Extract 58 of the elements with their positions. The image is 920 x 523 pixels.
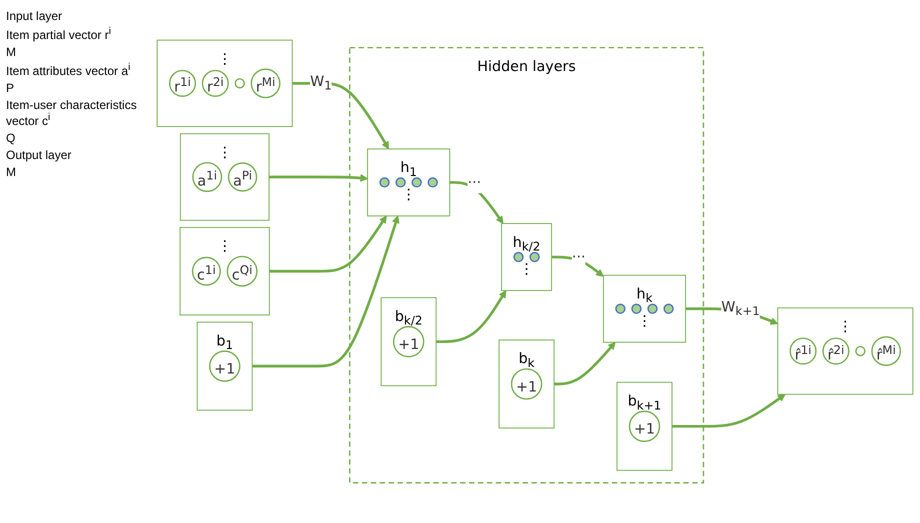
node-circle: r$^{1i}$	[168, 70, 196, 97]
arrow	[252, 216, 400, 368]
node-circle	[513, 252, 524, 262]
node-label: b$_{k/2}$	[394, 307, 422, 328]
node-circle: +1	[392, 326, 424, 358]
arrow	[554, 342, 616, 386]
node-circle: r$^{2i}$	[202, 70, 229, 97]
cluster: h$_{k}$ ⋮	[602, 274, 686, 343]
cluster	[380, 297, 437, 386]
node-circle: r̂$^{2i}$	[822, 338, 850, 365]
node-circle: +1	[628, 410, 660, 442]
edge-label: ···	[572, 248, 586, 266]
node-circle	[855, 346, 866, 356]
arrow	[269, 216, 387, 273]
node-circle	[615, 304, 626, 314]
arrow	[436, 290, 506, 344]
node-label: b$_{k}$	[518, 350, 535, 371]
node-circle: +1	[510, 368, 542, 400]
node-circle	[412, 177, 422, 188]
annotation-text: P	[6, 81, 16, 95]
node-circle	[647, 304, 658, 314]
cluster: h$_{1}$ ⋮	[367, 148, 450, 216]
node-circle	[395, 177, 406, 188]
cluster	[616, 382, 672, 471]
annotation-text: Item attributes vector a$^{i}$	[6, 62, 132, 78]
edge-label: W$_{1}$	[310, 72, 332, 94]
cluster: h$_{k/2}$ ⋮	[501, 223, 552, 291]
edge-label: W$_{k+1}$	[721, 298, 760, 319]
edge-label: ···	[468, 173, 482, 190]
cluster	[498, 340, 555, 428]
node-circle	[428, 177, 438, 188]
node-circle: r$^{Mi}$	[250, 68, 280, 98]
node-circle	[234, 78, 245, 88]
node-circle	[631, 304, 642, 314]
node-circle: r̂$^{Mi}$	[871, 336, 902, 366]
annotation-text: Output layer	[6, 148, 72, 162]
annotation-text: Q	[6, 131, 16, 145]
node-circle	[663, 304, 674, 314]
annotation-text: Item-user characteristics vector c$^{i}$	[6, 98, 138, 128]
annotation-text: Input layer	[6, 9, 64, 23]
arrow	[450, 181, 504, 224]
annotation-text: Item partial vector r$^{i}$	[6, 26, 112, 42]
node-circle: +1	[209, 350, 240, 382]
node-circle	[529, 252, 540, 262]
node-circle: r̂$^{1i}$	[790, 338, 817, 365]
node-circle: a$^{1i}$	[192, 162, 222, 192]
arrow	[552, 256, 604, 277]
arrow	[672, 394, 786, 428]
node-circle: c$^{Qi}$	[226, 256, 258, 287]
node-label: b$_{k+1}$	[628, 392, 662, 413]
annotation-text: M	[6, 165, 17, 179]
arrow	[269, 174, 368, 182]
node-circle: c$^{1i}$	[192, 256, 221, 286]
node-circle: a$^{Pi}$	[228, 162, 258, 192]
node-circle	[379, 177, 390, 188]
annotation-text: M	[6, 45, 17, 59]
cluster	[196, 322, 253, 411]
node-label: b$_{1}$	[216, 332, 234, 353]
